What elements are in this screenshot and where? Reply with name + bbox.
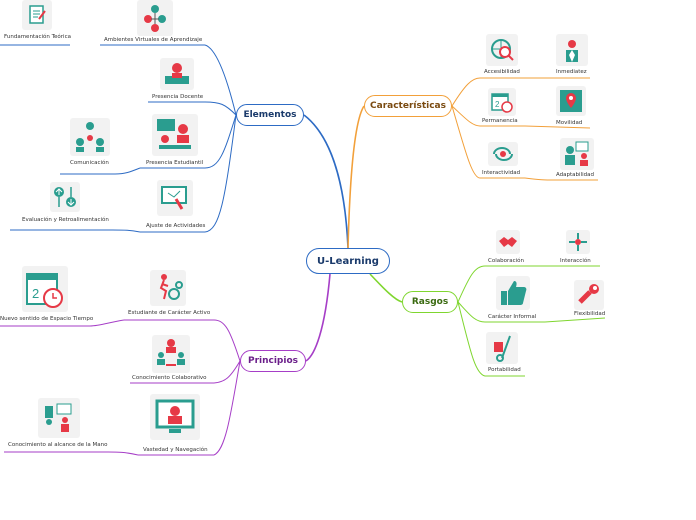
handshake-icon (496, 230, 520, 254)
link-root-principios (306, 274, 330, 361)
team-handshake-icon (152, 335, 190, 373)
people-screen-icon (560, 138, 594, 170)
leaf-caracter-informal[interactable]: Carácter Informal (488, 314, 536, 320)
monitor-user-icon (150, 394, 200, 440)
location-pin-icon (556, 86, 586, 116)
leaf-estudiante-activo[interactable]: Estudiante de Carácter Activo (128, 310, 210, 316)
person-lightbulb-icon (556, 34, 588, 66)
trolley-icon (486, 332, 518, 364)
leaf-movilidad[interactable]: Movilidad (556, 120, 582, 126)
document-check-icon (22, 0, 52, 30)
leaf-ambientes[interactable]: Ambientes Virtuales de Aprendizaje (104, 37, 202, 43)
root-node[interactable]: U-Learning (306, 248, 390, 274)
chat-swap-icon (488, 142, 518, 166)
leaf-permanencia[interactable]: Permanencia (482, 118, 518, 124)
leaf-presencia-docente[interactable]: Presencia Docente (152, 94, 203, 100)
branch-caracteristicas[interactable]: Características (364, 95, 452, 117)
leaf-colaboracion[interactable]: Colaboración (488, 258, 524, 264)
calendar-clock-icon: 2 (22, 266, 68, 312)
branch-principios[interactable]: Principios (240, 350, 306, 372)
thumbs-up-icon (496, 276, 530, 310)
link-root-caracteristicas (348, 106, 364, 248)
leaf-presencia-estudiantil[interactable]: Presencia Estudiantil (146, 160, 203, 166)
branch-rasgos[interactable]: Rasgos (402, 291, 458, 313)
leaf-conocimiento-mano[interactable]: Conocimiento al alcance de la Mano (8, 442, 107, 448)
leaf-vastedad[interactable]: Vastedad y Navegación (143, 447, 208, 453)
wrench-icon (574, 280, 604, 310)
leaf-espacio-tiempo[interactable]: Nuevo sentido de Espacio Tiempo (0, 316, 93, 322)
svg-text:2: 2 (495, 100, 500, 109)
mobile-learning-icon (38, 398, 80, 438)
connection-icon (566, 230, 590, 254)
runner-gears-icon (150, 270, 186, 306)
screen-touch-icon (157, 180, 193, 216)
leaf-adaptabilidad[interactable]: Adaptabilidad (556, 172, 594, 178)
network-people-icon (137, 0, 173, 36)
branch-elementos[interactable]: Elementos (236, 104, 304, 126)
leaf-fundamentacion[interactable]: Fundamentación Teórica (4, 34, 71, 40)
link-root-rasgos (370, 274, 402, 302)
leaf-accesibilidad[interactable]: Accesibilidad (484, 69, 520, 75)
calendar-clock-icon: 2 (488, 88, 516, 116)
leaf-interaccion[interactable]: Interacción (560, 258, 591, 264)
leaf-evaluacion[interactable]: Evaluación y Retroalimentación (22, 217, 109, 223)
leaf-ajuste[interactable]: Ajuste de Actividades (146, 223, 205, 229)
leaf-flexibilidad[interactable]: Flexibilidad (574, 311, 605, 317)
leaf-inmediatez[interactable]: Inmediatez (556, 69, 587, 75)
group-communication-icon (70, 118, 110, 156)
leaf-comunicacion[interactable]: Comunicación (70, 160, 109, 166)
link-root-elementos (304, 115, 348, 248)
up-down-arrows-icon (50, 182, 80, 212)
svg-text:2: 2 (32, 286, 39, 301)
teacher-icon (160, 58, 194, 90)
leaf-interactividad[interactable]: Interactividad (482, 170, 520, 176)
globe-search-icon (486, 34, 518, 66)
student-classroom-icon (152, 114, 198, 156)
leaf-portabilidad[interactable]: Portabilidad (488, 367, 521, 373)
leaf-conocimiento-colaborativo[interactable]: Conocimiento Colaborativo (132, 375, 207, 381)
